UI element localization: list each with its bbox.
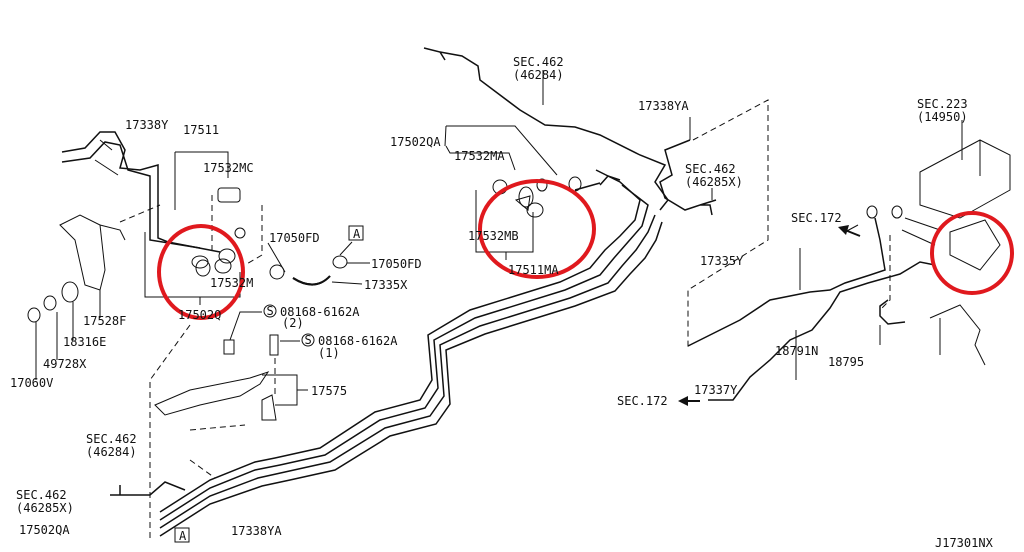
label-sec462-low: SEC.462 — [86, 432, 137, 446]
label-bolt-08168-6162A-2: 08168-6162A — [280, 305, 360, 319]
label-17338YA-low: 17338YA — [231, 524, 282, 538]
label-18795: 18795 — [828, 355, 864, 369]
label-sec462-right: SEC.462 — [685, 162, 736, 176]
s-mark-2: S — [305, 333, 312, 347]
label-sec172-top: SEC.172 — [791, 211, 842, 225]
label-17050FD-2: 17050FD — [371, 257, 422, 271]
label-sec172-bottom: SEC.172 — [617, 394, 668, 408]
label-17502QA-low: 17502QA — [19, 523, 70, 537]
highlight-circle-left — [157, 224, 245, 320]
label-17060V: 17060V — [10, 376, 53, 390]
label-sec462-left: SEC.462 — [16, 488, 67, 502]
label-17511MA: 17511MA — [508, 263, 559, 277]
arrows — [678, 225, 861, 406]
label-sec223-14950: (14950) — [917, 110, 968, 124]
part-labels: 17338Y 17511 17532MC 17050FD A 17050FD 1… — [10, 55, 994, 550]
highlight-circle-center — [478, 179, 596, 279]
label-17338Y: 17338Y — [125, 118, 169, 132]
label-17337Y: 17337Y — [694, 383, 738, 397]
label-18316E: 18316E — [63, 335, 106, 349]
label-bolt-qty-1: (1) — [318, 346, 340, 360]
fuel-tube-assembly-left — [27, 131, 221, 380]
label-sec462-top: SEC.462 — [513, 55, 564, 69]
label-sec462-46285X-left: (46285X) — [16, 501, 74, 515]
label-sec223: SEC.223 — [917, 97, 968, 111]
label-17511: 17511 — [183, 123, 219, 137]
label-bolt-08168-6162A-1: 08168-6162A — [318, 334, 398, 348]
ref-a-low-text: A — [179, 529, 187, 543]
label-17338YA: 17338YA — [638, 99, 689, 113]
label-17502QA: 17502QA — [390, 135, 441, 149]
bolts-and-protector — [154, 304, 315, 479]
label-17532MB: 17532MB — [468, 229, 519, 243]
s-mark-1: S — [267, 304, 274, 318]
label-17575: 17575 — [311, 384, 347, 398]
hose-17335X — [267, 241, 370, 286]
label-17335X: 17335X — [364, 278, 408, 292]
main-fuel-tubes — [110, 47, 769, 537]
label-17502Q: 17502Q — [178, 308, 221, 322]
label-sec462-46284-top: (46284) — [513, 68, 564, 82]
label-17532M: 17532M — [210, 276, 253, 290]
tube-clamps-17532 — [144, 151, 263, 540]
ref-box-a-low — [174, 527, 190, 543]
diagram-code: J17301NX — [935, 536, 994, 550]
highlight-circle-right — [930, 211, 1014, 295]
ref-box-a — [348, 225, 364, 241]
label-17050FD: 17050FD — [269, 231, 320, 245]
label-sec462-46285X: (46285X) — [685, 175, 743, 189]
label-sec462-46284-low: (46284) — [86, 445, 137, 459]
label-17335Y: 17335Y — [700, 254, 744, 268]
label-17532MA: 17532MA — [454, 149, 505, 163]
evap-lines-right — [687, 120, 1011, 401]
label-17532MC: 17532MC — [203, 161, 254, 175]
label-49728X: 49728X — [43, 357, 87, 371]
label-18791N: 18791N — [775, 344, 818, 358]
label-17528F: 17528F — [83, 314, 126, 328]
ref-a-text: A — [353, 227, 361, 241]
label-bolt-qty-2: (2) — [282, 316, 304, 330]
